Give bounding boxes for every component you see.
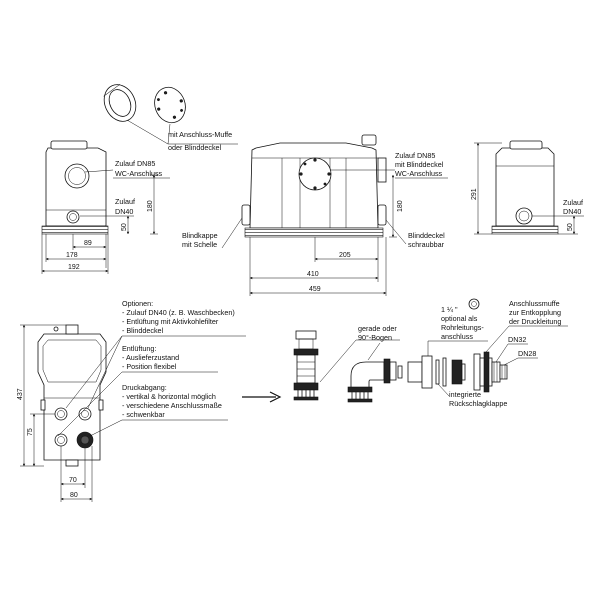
threaded-nipple	[468, 298, 480, 310]
dim-459: 459	[309, 286, 321, 293]
dims-center: 180 205 410 459	[249, 174, 404, 296]
dims-rear: 437 75 70 80	[17, 324, 93, 502]
dim-192: 192	[68, 264, 80, 271]
blind-cover	[154, 86, 186, 124]
label-zulauf-dn40-left: Zulauf DN40	[115, 197, 137, 216]
outlet-top-right	[78, 407, 92, 421]
dim-50-right: 50	[567, 223, 574, 231]
label-zulauf-dn40-right: Zulauf DN40	[563, 198, 585, 216]
outlet-top-left	[54, 407, 68, 421]
connection-sleeve	[473, 351, 508, 393]
side-view-right	[491, 140, 559, 235]
dims-right: 291 50	[471, 142, 578, 235]
base-foot-left	[41, 225, 109, 235]
dim-291: 291	[471, 188, 478, 200]
dim-410: 410	[307, 271, 319, 278]
dim-180-left: 180	[147, 200, 154, 212]
front-view-center	[241, 134, 387, 238]
dim-205: 205	[339, 252, 351, 259]
label-rohrleitung: 1 ¼ " optional als Rohrleitungs- anschlu…	[441, 305, 486, 341]
inlet-dn40-right	[515, 207, 533, 225]
label-blindkappe: Blindkappe mit Schelle	[182, 231, 220, 249]
dim-80: 80	[70, 492, 78, 499]
dim-180-center: 180	[397, 200, 404, 212]
rear-view	[37, 324, 107, 467]
check-valve-group	[397, 355, 466, 389]
label-muffe: mit Anschluss-Muffe oder Blinddeckel	[168, 130, 234, 152]
side-view-left	[41, 140, 109, 235]
straight-fitting	[293, 330, 319, 401]
outlet-bottom-left	[54, 433, 68, 447]
label-druckabgang: Druckabgang: - vertikal & horizontal mög…	[122, 383, 224, 419]
dims-left: 180 50 89 178 192	[41, 174, 158, 274]
label-bogen: gerade oder 90°-Bogen	[358, 324, 399, 342]
elbow-fitting	[347, 358, 397, 403]
label-dn32: DN32	[508, 335, 526, 344]
muffe-detail	[103, 84, 238, 145]
label-blinddeckel-schraub: Blinddeckel schraubbar	[408, 231, 447, 249]
dim-437: 437	[17, 388, 24, 400]
label-optionen: Optionen: - Zulauf DN40 (z. B. Waschbeck…	[122, 299, 237, 335]
label-zulauf-dn85-blind: Zulauf DN85 mit Blinddeckel WC-Anschluss	[395, 151, 445, 178]
dim-75: 75	[27, 428, 34, 436]
label-anschlussmuffe: Anschlussmuffe zur Entkopplung der Druck…	[509, 299, 563, 326]
base-foot-center	[244, 227, 384, 238]
label-rueckschlag: integrierte Rückschlagklappe	[449, 390, 507, 408]
label-entlueftung: Entlüftung: - Auslieferzustand - Positio…	[122, 344, 181, 371]
base-foot-right	[491, 225, 559, 235]
dim-89: 89	[84, 240, 92, 247]
inlet-dn40-left	[66, 210, 80, 224]
muffe-ring	[103, 84, 137, 122]
dim-50-left: 50	[121, 223, 128, 231]
label-zulauf-dn85-wc: Zulauf DN85 WC-Anschluss	[115, 159, 163, 178]
dim-178: 178	[66, 252, 78, 259]
inlet-dn85-center	[298, 157, 332, 191]
label-dn28: DN28	[518, 349, 536, 358]
dim-70: 70	[69, 477, 77, 484]
direction-arrow	[242, 391, 282, 403]
